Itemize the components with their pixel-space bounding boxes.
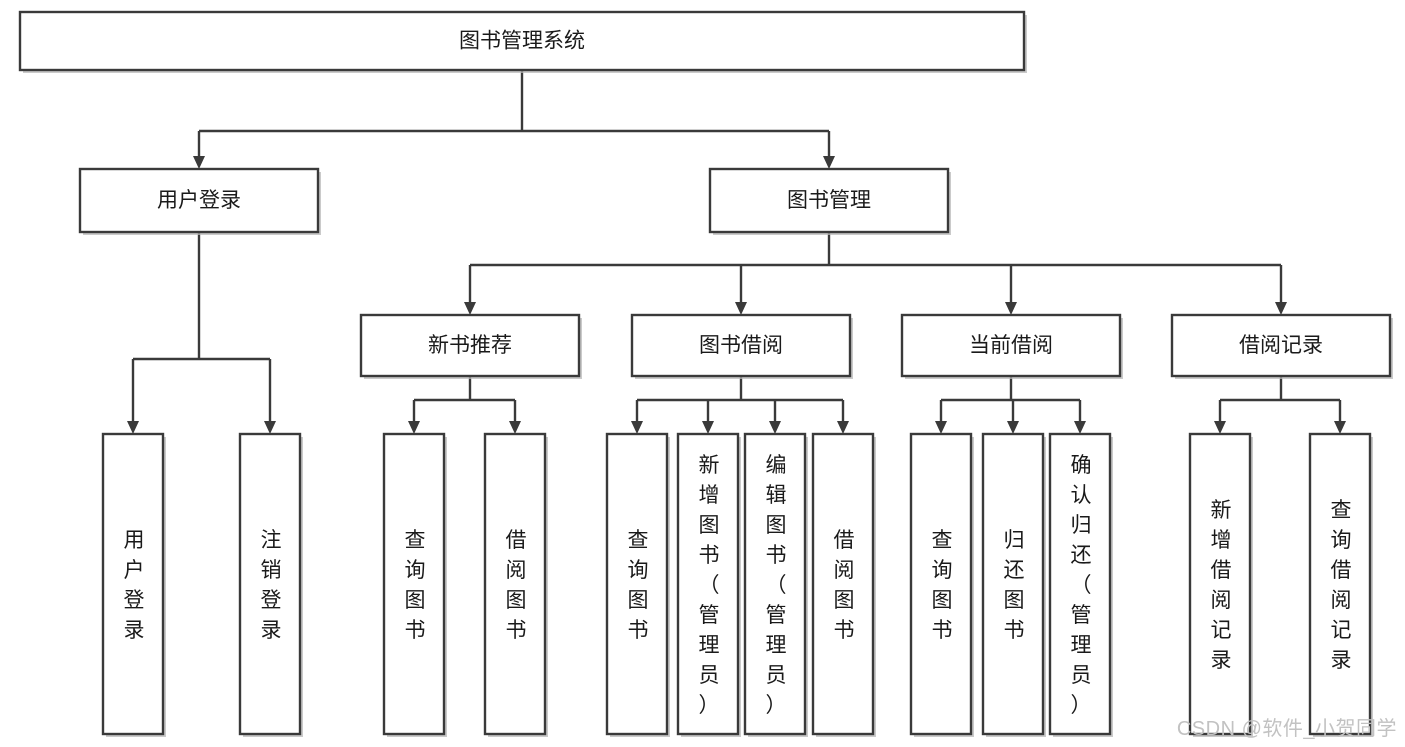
- node-l4[interactable]: 借阅图书: [483, 432, 548, 737]
- node-rect[interactable]: [18, 10, 1026, 72]
- node-label: 确认归还（管理员）: [1071, 454, 1092, 717]
- node-l7[interactable]: 编辑图书（管理员）: [743, 432, 808, 737]
- node-label: 新增借阅记录: [1211, 499, 1232, 672]
- node-label: 新增图书（管理员）: [699, 454, 720, 717]
- node-label: 当前借阅: [969, 334, 1053, 357]
- arrow-head-icon: [735, 302, 747, 315]
- node-label: 查询借阅记录: [1331, 499, 1352, 672]
- node-rect[interactable]: [708, 167, 950, 234]
- arrow-head-icon: [193, 156, 205, 169]
- arrow-head-icon: [1334, 421, 1346, 434]
- node-rect[interactable]: [382, 432, 446, 736]
- node-rect[interactable]: [909, 432, 973, 736]
- arrow-head-icon: [464, 302, 476, 315]
- node-l6[interactable]: 新增图书（管理员）: [676, 432, 741, 737]
- node-rect[interactable]: [900, 313, 1122, 378]
- node-label: 借阅图书: [834, 529, 855, 642]
- node-rect[interactable]: [676, 432, 740, 736]
- node-l11[interactable]: 确认归还（管理员）: [1048, 432, 1113, 737]
- node-label: 查询图书: [405, 529, 426, 642]
- arrow-head-icon: [769, 421, 781, 434]
- node-rect[interactable]: [1170, 313, 1392, 378]
- node-label: 查询图书: [932, 529, 953, 642]
- node-label: 查询图书: [628, 529, 649, 642]
- node-label: 用户登录: [124, 529, 145, 642]
- arrow-head-icon: [631, 421, 643, 434]
- node-label: 编辑图书（管理员）: [766, 454, 787, 717]
- node-label: 借阅记录: [1239, 334, 1323, 357]
- arrow-head-icon: [509, 421, 521, 434]
- node-layer: 图书管理系统用户登录图书管理新书推荐图书借阅当前借阅借阅记录用户登录注销登录查询…: [18, 10, 1393, 737]
- node-rect[interactable]: [483, 432, 547, 736]
- node-label: 新书推荐: [428, 334, 512, 357]
- node-l10[interactable]: 归还图书: [981, 432, 1046, 737]
- node-l5[interactable]: 查询图书: [605, 432, 670, 737]
- node-l9[interactable]: 查询图书: [909, 432, 974, 737]
- node-n_borrow[interactable]: 图书借阅: [630, 313, 853, 379]
- node-label: 归还图书: [1004, 529, 1025, 642]
- node-rect[interactable]: [78, 167, 320, 234]
- node-l13[interactable]: 查询借阅记录: [1308, 432, 1373, 737]
- node-l3[interactable]: 查询图书: [382, 432, 447, 737]
- arrow-head-icon: [823, 156, 835, 169]
- node-rect[interactable]: [1188, 432, 1252, 736]
- node-rect[interactable]: [811, 432, 875, 736]
- arrow-head-icon: [1214, 421, 1226, 434]
- node-label: 图书管理: [787, 189, 871, 212]
- arrow-head-icon: [264, 421, 276, 434]
- node-rect[interactable]: [605, 432, 669, 736]
- arrow-head-icon: [408, 421, 420, 434]
- node-rect[interactable]: [238, 432, 302, 736]
- node-n_new_book[interactable]: 新书推荐: [359, 313, 582, 379]
- node-l1[interactable]: 用户登录: [101, 432, 166, 737]
- node-l2[interactable]: 注销登录: [238, 432, 303, 737]
- node-label: 图书管理系统: [459, 30, 585, 53]
- node-label: 借阅图书: [506, 529, 527, 642]
- node-rect[interactable]: [101, 432, 165, 736]
- arrow-head-icon: [702, 421, 714, 434]
- arrow-head-icon: [127, 421, 139, 434]
- arrow-head-icon: [935, 421, 947, 434]
- node-l8[interactable]: 借阅图书: [811, 432, 876, 737]
- node-l12[interactable]: 新增借阅记录: [1188, 432, 1253, 737]
- node-label: 用户登录: [157, 189, 241, 212]
- node-label: 注销登录: [261, 529, 282, 642]
- node-n_record[interactable]: 借阅记录: [1170, 313, 1393, 379]
- node-root[interactable]: 图书管理系统: [18, 10, 1027, 73]
- arrow-head-icon: [1005, 302, 1017, 315]
- node-n_book_mgmt[interactable]: 图书管理: [708, 167, 951, 235]
- node-n_current[interactable]: 当前借阅: [900, 313, 1123, 379]
- arrow-head-icon: [1275, 302, 1287, 315]
- arrow-head-icon: [1007, 421, 1019, 434]
- node-label: 图书借阅: [699, 334, 783, 357]
- arrow-head-icon: [837, 421, 849, 434]
- node-rect[interactable]: [1308, 432, 1372, 736]
- node-rect[interactable]: [359, 313, 581, 378]
- arrow-head-icon: [1074, 421, 1086, 434]
- node-n_user_login[interactable]: 用户登录: [78, 167, 321, 235]
- node-rect[interactable]: [1048, 432, 1112, 736]
- connector-layer: [127, 70, 1346, 434]
- node-rect[interactable]: [630, 313, 852, 378]
- node-rect[interactable]: [743, 432, 807, 736]
- node-rect[interactable]: [981, 432, 1045, 736]
- watermark-text: CSDN @软件_小贺同学: [1176, 718, 1397, 740]
